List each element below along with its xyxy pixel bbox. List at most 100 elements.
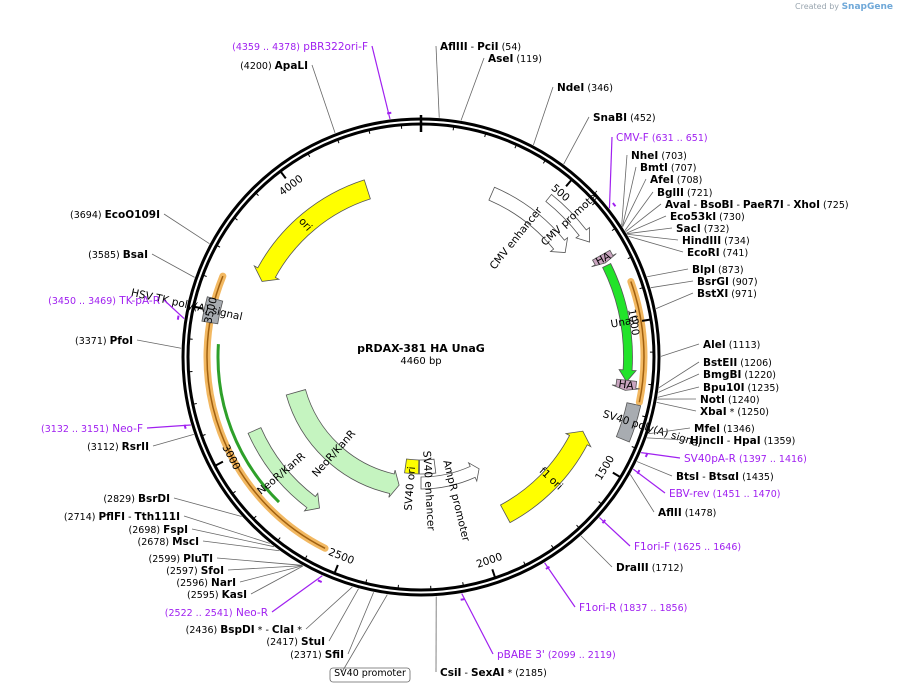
site-label-part: NotI — [700, 394, 725, 406]
primer-label-part: EBV-rev — [669, 488, 710, 500]
site-label-part: EcoRI — [687, 247, 720, 259]
major-tick — [333, 564, 339, 573]
primer-bar — [644, 452, 649, 458]
primer-label-part: pBR322ori-F — [300, 41, 368, 53]
site-label: BsrGI (907) — [697, 276, 758, 288]
site-label-part: * (2185) — [504, 668, 546, 679]
minor-tick — [611, 228, 615, 232]
site-label-part: * (1250) — [727, 407, 769, 418]
site-label: (2599) PluTI — [149, 553, 213, 565]
minor-tick — [523, 561, 526, 565]
site-label-part: SexAI — [471, 667, 505, 679]
site-label-part: (54) — [499, 42, 522, 53]
site-label: XbaI * (1250) — [700, 406, 769, 418]
site-leader — [658, 361, 700, 389]
primer-label-part: (1837 .. 1856) — [616, 603, 687, 614]
site-label: (4200) ApaLI — [240, 60, 308, 72]
primer-leader — [371, 45, 391, 120]
primer-label: pBABE 3' (2099 .. 2119) — [497, 649, 616, 661]
site-label: SacI (732) — [676, 223, 729, 235]
site-leader — [341, 594, 388, 673]
site-label: (2436) BspDI * - ClaI * — [186, 624, 303, 636]
site-label: (3694) EcoO109I — [70, 209, 160, 221]
site-label: AleI (1113) — [703, 339, 760, 351]
site-label-part: NheI — [631, 150, 658, 162]
site-label-part: BtsαI — [709, 471, 739, 483]
site-label-part: Tth111I — [135, 511, 180, 523]
site-leader — [191, 528, 275, 548]
tick-label-1500: 1500 — [593, 453, 617, 482]
site-label: (2678) MscI — [138, 536, 199, 548]
minor-tick — [203, 274, 207, 277]
minor-tick — [256, 193, 259, 196]
site-label-part: (1359) — [761, 436, 796, 447]
primer-leader — [461, 593, 494, 655]
site-leader — [658, 373, 700, 393]
credit-prefix: Created by — [795, 2, 840, 11]
primer-leader — [608, 136, 613, 209]
primer-label: F1ori-F (1625 .. 1646) — [634, 541, 741, 553]
site-label: AflIII - PciI (54) — [440, 41, 521, 53]
site-label-part: (2698) — [129, 525, 164, 536]
site-label: HincII - HpaI (1359) — [690, 435, 795, 447]
site-label: AflII (1478) — [658, 507, 716, 519]
primer-label: (4359 .. 4378) pBR322ori-F — [232, 41, 368, 53]
site-label-part: KasI — [222, 589, 247, 601]
site-label-part: (346) — [584, 83, 613, 94]
site-label-part: XhoI — [793, 199, 820, 211]
primer-bar — [612, 202, 617, 207]
site-leader — [305, 586, 353, 630]
site-label-part: Eco53kI — [670, 211, 716, 223]
site-label-part: NarI — [211, 577, 236, 589]
site-leader — [660, 343, 700, 357]
site-label-part: (2436) — [186, 625, 221, 636]
site-label-part: PluTI — [183, 553, 213, 565]
feature-hsv-tk-poly-a-signal — [201, 296, 224, 325]
minor-tick — [234, 217, 238, 221]
feature-f1-ori — [499, 430, 592, 524]
site-label: BstEII (1206) — [703, 357, 772, 369]
site-leader — [460, 57, 485, 121]
site-label: (3371) PfoI — [75, 335, 133, 347]
site-label-part: (741) — [720, 248, 749, 259]
orf-line — [630, 281, 645, 403]
snapgene-credit: Created by SnapGene — [795, 2, 893, 12]
major-tick — [565, 179, 572, 187]
site-label-part: (1206) — [737, 358, 772, 369]
site-leader — [647, 268, 689, 278]
site-leader — [655, 292, 694, 310]
site-label-part: (1478) — [682, 508, 717, 519]
primer-leader — [544, 562, 576, 608]
feature-label-sv40-enhancer: SV40 enhancer — [420, 451, 437, 532]
site-leader — [622, 166, 637, 227]
site-label-part: SnaBI — [593, 112, 627, 124]
primer-label: (3132 .. 3151) Neo-F — [41, 423, 143, 435]
minor-tick — [550, 544, 554, 549]
site-leader — [136, 339, 182, 349]
primer-label-part: (1451 .. 1470) — [710, 489, 781, 500]
primer-label-part: F1ori-F — [634, 541, 670, 553]
site-label-part: BsaI — [123, 249, 148, 261]
site-label-part: DraIII — [616, 562, 649, 574]
site-label: (2829) BsrDI — [103, 493, 170, 505]
minor-tick — [598, 501, 602, 504]
primer-label-part: (3132 .. 3151) — [41, 424, 109, 435]
primer-label-part: (2099 .. 2119) — [545, 650, 616, 661]
site-label-part: (1235) — [745, 383, 780, 394]
site-leader — [152, 433, 194, 447]
site-leader — [648, 427, 691, 435]
primer-label: F1ori-R (1837 .. 1856) — [579, 602, 687, 614]
feature-sv40-ori — [404, 458, 420, 475]
site-leader — [533, 86, 554, 146]
site-label-part: Bpu10I — [703, 382, 745, 394]
primer-bar — [601, 519, 607, 524]
site-label-part: (1435) — [739, 472, 774, 483]
primer-bar — [636, 469, 641, 475]
site-label: (2417) StuI — [266, 636, 325, 648]
primer-bar — [387, 111, 392, 115]
site-label-part: (119) — [513, 54, 542, 65]
site-label-part: - — [724, 436, 733, 447]
site-label: EcoRI (741) — [687, 247, 748, 259]
sv40-promoter-box — [329, 667, 411, 683]
